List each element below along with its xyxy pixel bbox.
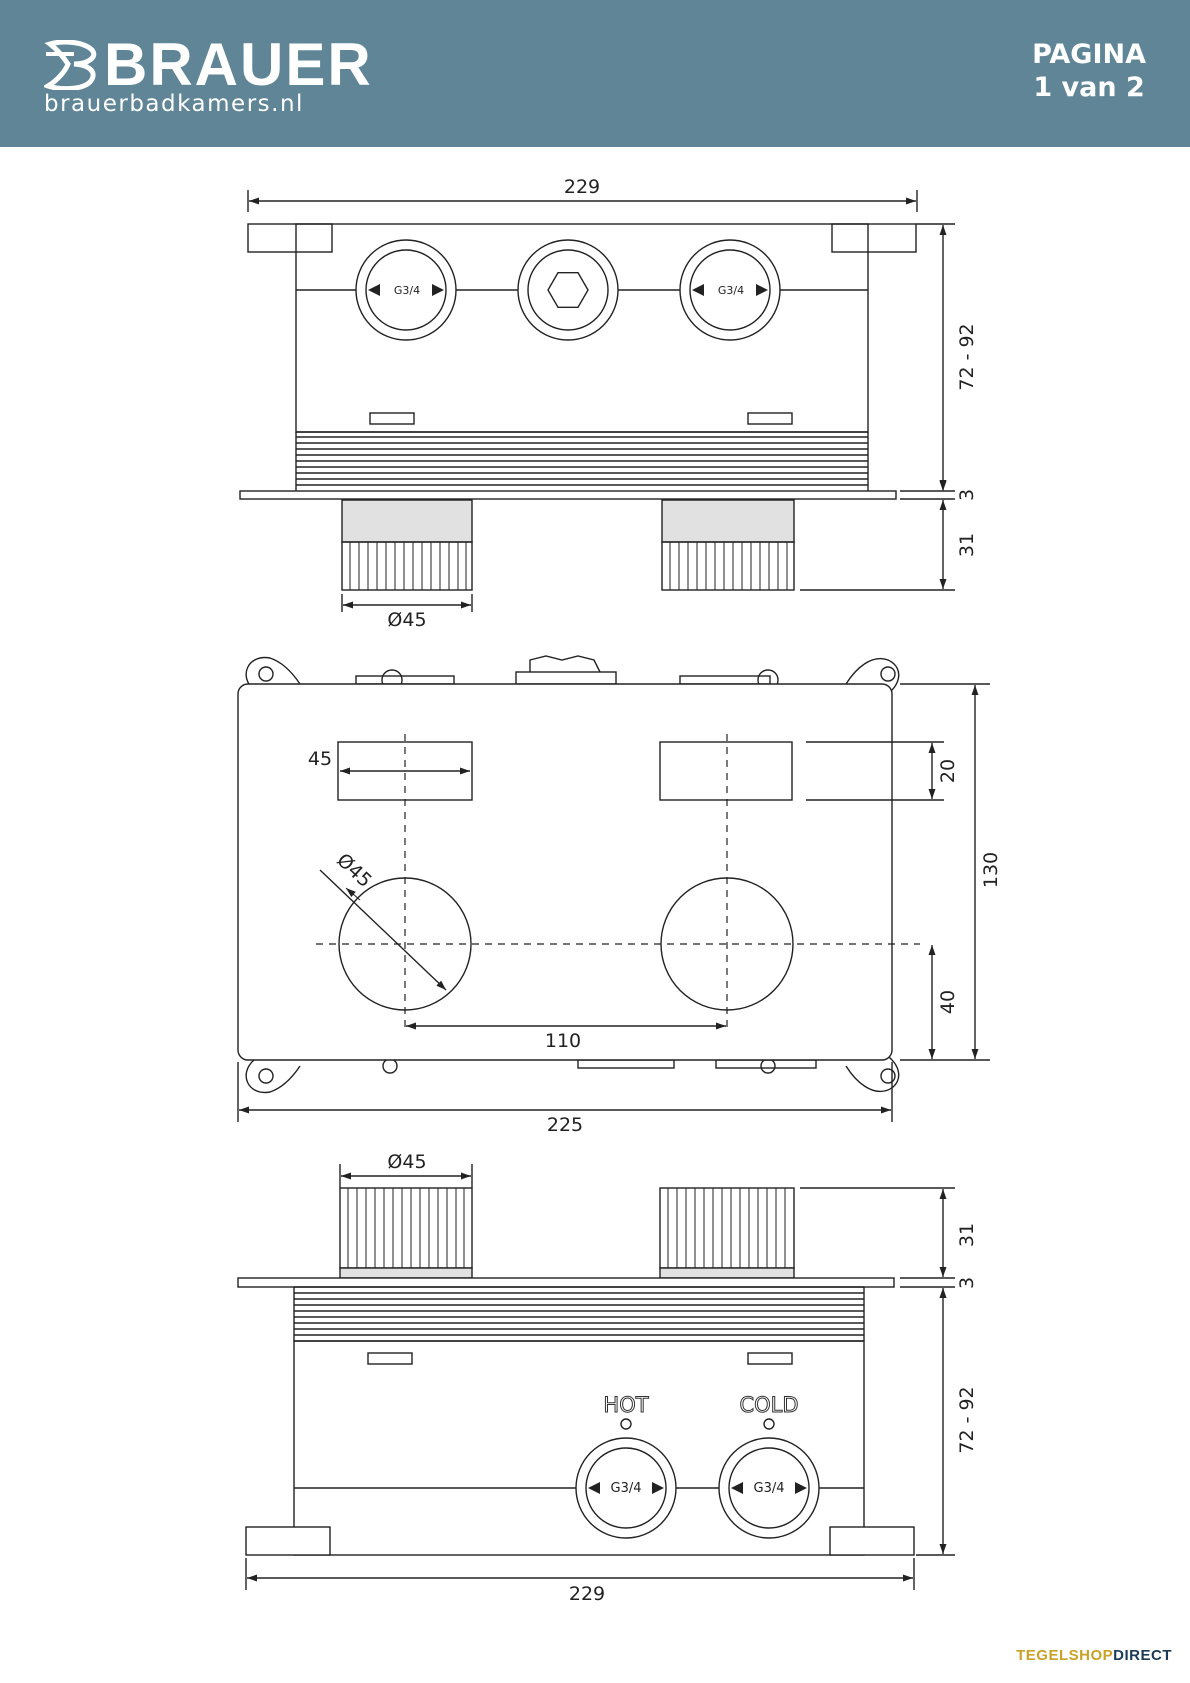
bottom-width-label: 229 bbox=[569, 1583, 605, 1605]
top-view-labels: 229 G3/4 G3/4 72 - 92 3 31 Ø45 bbox=[387, 176, 978, 631]
bottom-port-hot-label: G3/4 bbox=[611, 1481, 642, 1496]
top-knob-height-label: 31 bbox=[956, 533, 978, 557]
brand-name: BRAUER bbox=[104, 31, 373, 98]
page-label-line2: 1 van 2 bbox=[1033, 72, 1145, 103]
brand-website: brauerbadkamers.nl bbox=[44, 91, 304, 117]
top-port-right-label: G3/4 bbox=[718, 284, 744, 297]
cold-label: COLD bbox=[739, 1393, 798, 1417]
front-cutout-width-label: 45 bbox=[308, 748, 332, 770]
top-view bbox=[239, 190, 955, 612]
front-cutout-height-label: 20 bbox=[937, 759, 959, 783]
front-total-width-label: 225 bbox=[547, 1114, 583, 1136]
bottom-height-label: 72 - 92 bbox=[956, 1386, 978, 1453]
front-knob-spacing-label: 110 bbox=[545, 1030, 581, 1052]
header-bar: BRAUER brauerbadkamers.nl PAGINA 1 van 2 bbox=[0, 0, 1190, 147]
brauer-logo-icon bbox=[44, 40, 97, 90]
front-total-height-label: 130 bbox=[980, 852, 1002, 888]
top-plate-label: 3 bbox=[956, 489, 978, 501]
footer-brand-part1: TEGELSHOP bbox=[1016, 1647, 1114, 1664]
bottom-port-cold-label: G3/4 bbox=[754, 1481, 785, 1496]
top-port-left-label: G3/4 bbox=[394, 284, 420, 297]
hot-label: HOT bbox=[603, 1393, 648, 1417]
front-view bbox=[237, 655, 990, 1122]
top-height-label: 72 - 92 bbox=[956, 323, 978, 390]
bottom-knob-diameter-label: Ø45 bbox=[387, 1151, 426, 1173]
footer-brand-part2: DIRECT bbox=[1113, 1647, 1172, 1664]
top-width-label: 229 bbox=[564, 176, 600, 198]
bottom-view bbox=[237, 1164, 955, 1590]
page-label-line1: PAGINA bbox=[1032, 39, 1146, 70]
front-knob-offset-label: 40 bbox=[937, 990, 959, 1014]
bottom-plate-label: 3 bbox=[956, 1277, 978, 1289]
bottom-knob-height-label: 31 bbox=[956, 1223, 978, 1247]
top-knob-diameter-label: Ø45 bbox=[387, 609, 426, 631]
page-indicator: PAGINA 1 van 2 bbox=[1032, 38, 1146, 104]
footer-brand: TEGELSHOPDIRECT bbox=[1016, 1647, 1172, 1664]
bottom-view-labels: Ø45 31 3 72 - 92 HOT COLD G3/4 G3/4 229 bbox=[387, 1151, 978, 1605]
